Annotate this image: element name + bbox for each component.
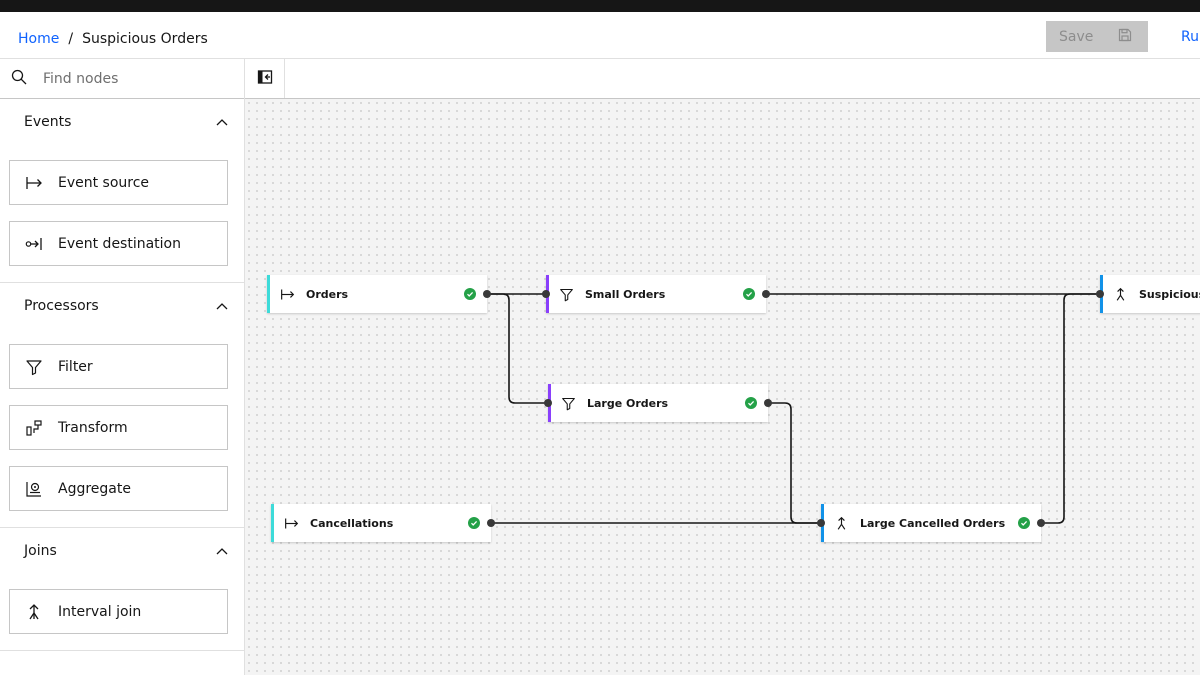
flow-node-cancellations[interactable]: Cancellations	[271, 504, 495, 542]
section-events: Events Event source Event destination	[0, 99, 244, 283]
output-port[interactable]	[762, 290, 770, 298]
checkmark-icon	[464, 288, 476, 300]
palette-item-label: Event destination	[58, 235, 181, 252]
input-port[interactable]	[542, 290, 550, 298]
input-port[interactable]	[817, 519, 825, 527]
node-label: Suspicious Orders	[1139, 287, 1200, 301]
interval-join-icon	[833, 516, 849, 531]
flow-canvas[interactable]: Orders Small Orders Large Orders Cancell…	[245, 99, 1200, 675]
toggle-sidebar-button[interactable]	[245, 59, 285, 98]
breadcrumb-separator: /	[68, 31, 74, 47]
section-events-header[interactable]: Events	[0, 99, 244, 144]
filter-icon	[560, 396, 576, 411]
breadcrumb-current: Suspicious Orders	[82, 31, 208, 47]
interval-join-icon	[24, 603, 44, 621]
palette-item-label: Filter	[58, 358, 93, 375]
checkmark-icon	[743, 288, 755, 300]
section-title: Joins	[24, 542, 57, 559]
output-port[interactable]	[764, 399, 772, 407]
section-processors: Processors Filter Transform Aggregate	[0, 283, 244, 528]
filter-icon	[24, 358, 44, 376]
palette-item-label: Interval join	[58, 603, 142, 620]
node-accent-bar	[267, 275, 270, 313]
save-button-label: Save	[1059, 28, 1094, 45]
flow-node-small-orders[interactable]: Small Orders	[542, 275, 770, 313]
search-icon	[11, 69, 27, 89]
flow-node-orders[interactable]: Orders	[267, 275, 491, 313]
node-label: Large Orders	[587, 396, 669, 410]
palette-item-aggregate[interactable]: Aggregate	[9, 466, 228, 511]
edge-orders-large-orders	[487, 293, 549, 404]
palette-item-label: Event source	[58, 174, 150, 191]
breadcrumb: Home / Suspicious Orders	[18, 31, 208, 47]
top-system-bar	[0, 0, 1200, 12]
filter-icon	[558, 287, 574, 302]
output-port[interactable]	[1037, 519, 1045, 527]
output-port[interactable]	[483, 290, 491, 298]
checkmark-icon	[745, 397, 757, 409]
transform-icon	[24, 419, 44, 437]
palette-item-filter[interactable]: Filter	[9, 344, 228, 389]
event-source-icon	[279, 287, 295, 302]
event-source-icon	[24, 174, 44, 192]
flow-node-large-cancelled-orders[interactable]: Large Cancelled Orders	[817, 504, 1045, 542]
run-button[interactable]: Run	[1181, 29, 1200, 45]
breadcrumb-home-link[interactable]: Home	[18, 31, 60, 47]
aggregate-icon	[24, 480, 44, 498]
node-label: Small Orders	[585, 287, 666, 301]
node-palette-sidebar: Events Event source Event destination Pr…	[0, 59, 245, 675]
section-joins-header[interactable]: Joins	[0, 528, 244, 573]
chevron-up-icon	[216, 114, 228, 130]
interval-join-icon	[1112, 287, 1128, 302]
edge-large-orders-large-cancelled	[768, 402, 822, 524]
search-input[interactable]	[43, 70, 233, 87]
node-label: Large Cancelled Orders	[860, 516, 1006, 530]
palette-item-event-destination[interactable]: Event destination	[9, 221, 228, 266]
flow-node-suspicious-orders[interactable]: Suspicious Orders	[1096, 275, 1200, 313]
section-processors-header[interactable]: Processors	[0, 283, 244, 328]
flow-edges	[487, 293, 1100, 524]
edge-large-cancelled-suspicious	[1041, 293, 1100, 524]
node-label: Cancellations	[310, 516, 394, 530]
palette-item-transform[interactable]: Transform	[9, 405, 228, 450]
canvas-toolbar	[245, 59, 1200, 99]
output-port[interactable]	[487, 519, 495, 527]
section-title: Events	[24, 113, 72, 130]
section-title: Processors	[24, 297, 99, 314]
app-header: Home / Suspicious Orders Save Run	[0, 12, 1200, 59]
checkmark-icon	[468, 517, 480, 529]
flow-node-large-orders[interactable]: Large Orders	[544, 384, 772, 422]
chevron-up-icon	[216, 298, 228, 314]
input-port[interactable]	[544, 399, 552, 407]
checkmark-icon	[1018, 517, 1030, 529]
node-label: Orders	[306, 287, 349, 301]
save-icon	[1118, 28, 1132, 46]
palette-item-label: Transform	[58, 419, 128, 436]
palette-item-event-source[interactable]: Event source	[9, 160, 228, 205]
section-joins: Joins Interval join	[0, 528, 244, 651]
input-port[interactable]	[1096, 290, 1104, 298]
chevron-up-icon	[216, 543, 228, 559]
event-source-icon	[283, 516, 299, 531]
node-search	[0, 59, 244, 99]
event-destination-icon	[24, 235, 44, 253]
palette-item-interval-join[interactable]: Interval join	[9, 589, 228, 634]
palette-item-label: Aggregate	[58, 480, 131, 497]
node-accent-bar	[271, 504, 274, 542]
panel-collapse-icon	[257, 69, 273, 89]
save-button[interactable]: Save	[1046, 21, 1148, 52]
